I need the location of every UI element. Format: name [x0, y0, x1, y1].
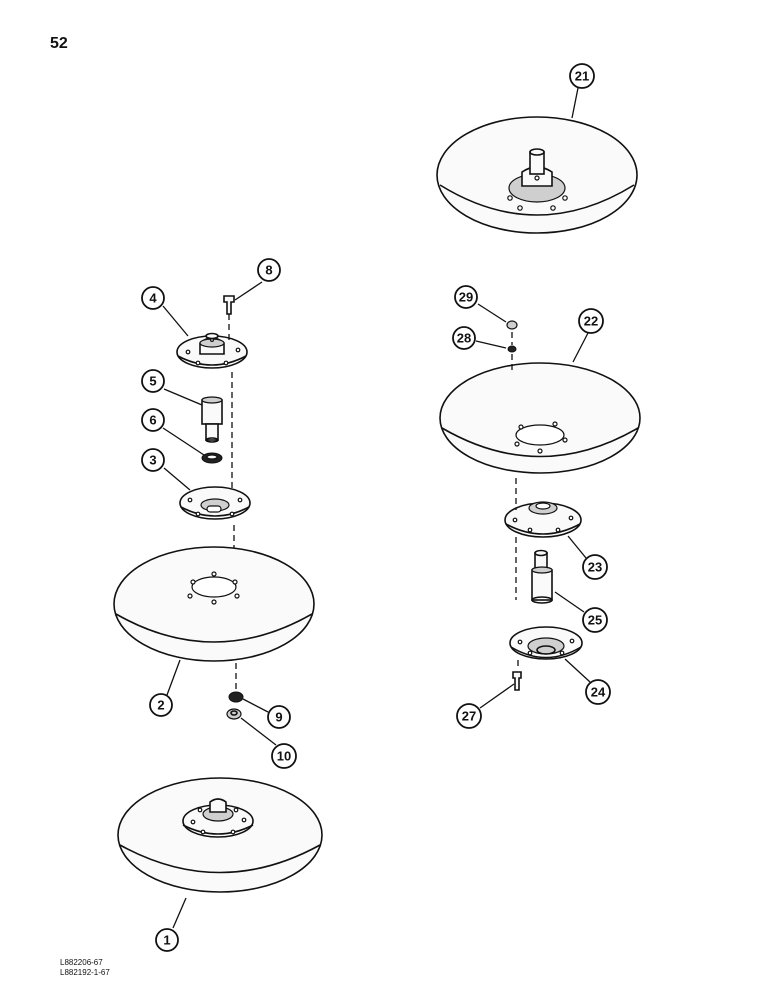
callout-1: 1	[155, 928, 179, 952]
svg-text:1: 1	[163, 933, 170, 948]
callout-24: 24	[585, 679, 611, 705]
svg-text:6: 6	[149, 413, 156, 428]
page-number: 52	[50, 35, 68, 52]
part-1-disc-with-hub	[117, 777, 323, 893]
part-9-washer	[228, 691, 244, 703]
part-4-flange-hub	[176, 332, 248, 369]
svg-text:23: 23	[588, 560, 602, 575]
part-22-disc	[439, 362, 641, 474]
callout-6: 6	[141, 408, 165, 432]
callout-9: 9	[267, 705, 291, 729]
callout-21: 21	[569, 63, 595, 89]
callout-22: 22	[578, 308, 604, 334]
svg-text:22: 22	[584, 314, 598, 329]
part-28-washer	[507, 345, 517, 353]
callout-29: 29	[454, 285, 478, 309]
svg-text:27: 27	[462, 709, 476, 724]
part-24-flange-cup	[509, 626, 583, 660]
part-27-bolt	[512, 671, 522, 691]
svg-text:21: 21	[575, 69, 589, 84]
part-3-flange	[179, 486, 251, 520]
svg-text:25: 25	[588, 613, 602, 628]
svg-text:10: 10	[277, 749, 291, 764]
callout-3: 3	[141, 448, 165, 472]
part-6-seal-ring	[201, 452, 223, 464]
part-21-disc-with-hub	[436, 116, 638, 234]
callout-10: 10	[271, 743, 297, 769]
part-5-shaft	[201, 396, 223, 443]
callout-25: 25	[582, 607, 608, 633]
svg-text:28: 28	[457, 331, 471, 346]
svg-text:2: 2	[157, 698, 164, 713]
callout-23: 23	[582, 554, 608, 580]
callout-28: 28	[452, 326, 476, 350]
callout-2: 2	[149, 693, 173, 717]
part-8-bolt	[223, 295, 235, 315]
callout-5: 5	[141, 369, 165, 393]
callout-8: 8	[257, 258, 281, 282]
svg-text:8: 8	[265, 263, 272, 278]
callout-27: 27	[456, 703, 482, 729]
part-23-flange	[504, 501, 582, 538]
svg-text:24: 24	[591, 685, 606, 700]
part-2-disc	[113, 546, 315, 662]
part-25-shaft	[531, 549, 553, 604]
callout-4: 4	[141, 286, 165, 310]
figure-code-1: L882206-67	[60, 958, 103, 967]
svg-text:29: 29	[459, 290, 473, 305]
svg-text:4: 4	[149, 291, 157, 306]
svg-text:9: 9	[275, 710, 282, 725]
figure-code-2: L882192-1-67	[60, 968, 110, 977]
part-29-nut	[506, 320, 518, 330]
svg-text:3: 3	[149, 453, 156, 468]
svg-text:5: 5	[149, 374, 156, 389]
part-10-nut	[226, 708, 242, 720]
